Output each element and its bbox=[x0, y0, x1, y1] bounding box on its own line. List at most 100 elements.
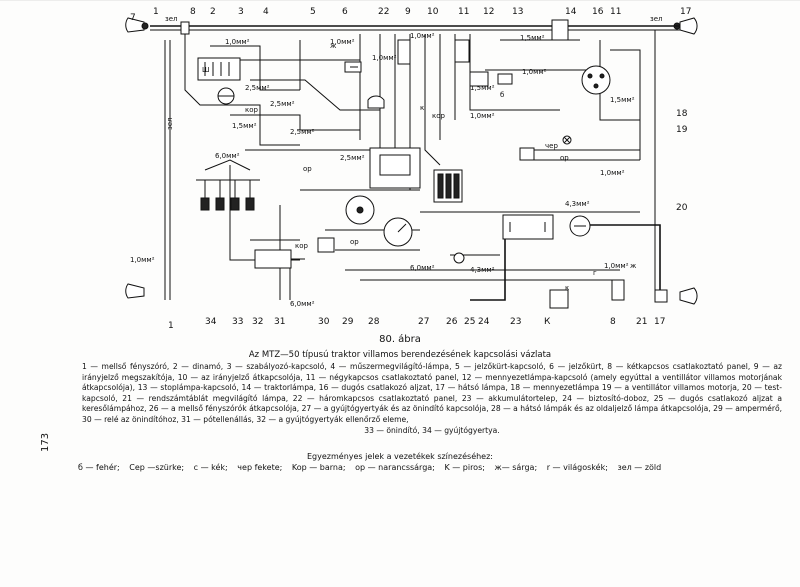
callout-K: К bbox=[544, 317, 551, 327]
callout-29: 29 bbox=[342, 317, 354, 327]
dynamo bbox=[217, 87, 235, 105]
callout-12: 12 bbox=[483, 7, 494, 17]
wire-color-green-top: зел bbox=[165, 15, 178, 23]
wire-colors-title: Egyezményes jelek a vezetékek színezéséh… bbox=[306, 452, 493, 461]
color-blue: c — kék; bbox=[193, 463, 228, 472]
color-brown: Kop — barna; bbox=[291, 463, 346, 472]
callout-3: 3 bbox=[238, 7, 244, 17]
callout-8-bottom: 8 bbox=[610, 317, 616, 327]
wire-color-green-left: зел bbox=[166, 117, 174, 130]
color-marker: кор bbox=[245, 106, 259, 114]
callout-9: 9 bbox=[405, 7, 411, 17]
wire-colors-legend: б — fehér; Cep —szürke; c — kék; чep fek… bbox=[78, 463, 798, 472]
starter-relay bbox=[317, 237, 335, 253]
tractor-lamp bbox=[551, 19, 569, 41]
callout-8-top: 8 bbox=[190, 7, 196, 17]
color-marker: к bbox=[420, 104, 424, 112]
switch-cluster bbox=[369, 147, 421, 189]
top-wire-bus bbox=[150, 21, 680, 40]
callout-30: 30 bbox=[318, 317, 330, 327]
callout-33: 33 bbox=[232, 317, 243, 327]
spark-plugs bbox=[196, 159, 260, 211]
gauge-label: 1,0мм² bbox=[330, 38, 355, 46]
wire-gauge-labels: 1,0мм² 1,0мм² 1,0мм² 1,0мм² 1,5мм² 1,0мм… bbox=[130, 32, 635, 308]
ammeter bbox=[383, 217, 413, 247]
callout-10: 10 bbox=[427, 7, 439, 17]
color-marker: кор bbox=[295, 242, 309, 250]
color-marker: ор bbox=[560, 154, 569, 162]
color-marker: к bbox=[565, 284, 569, 292]
gauge-label: 1,0мм² bbox=[522, 68, 547, 76]
gauge-label: 1,0мм² bbox=[410, 32, 435, 40]
callout-18: 18 bbox=[676, 109, 688, 119]
color-marker: ор bbox=[350, 238, 359, 246]
gauge-label: 6,0мм² bbox=[215, 152, 240, 160]
color-marker: ор bbox=[303, 165, 312, 173]
headlight-rear-left bbox=[125, 283, 145, 299]
wire-color-green-top-right: зел bbox=[650, 15, 663, 23]
callout-32: 32 bbox=[252, 317, 263, 327]
rear-lamp-middle bbox=[549, 279, 625, 309]
right-callout-numbers: 18 19 20 bbox=[676, 109, 688, 213]
figure-number: 80. ábra bbox=[379, 334, 421, 345]
callout-21: 21 bbox=[636, 317, 647, 327]
callout-11-right: 11 bbox=[610, 7, 621, 17]
color-grey: Cep —szürke; bbox=[129, 463, 185, 472]
figure-caption: Az MTZ—50 típusú traktor villamos berend… bbox=[248, 350, 552, 360]
gauge-label: 1,0мм² bbox=[130, 256, 155, 264]
gauge-label: 2,5мм² bbox=[290, 128, 315, 136]
color-marker: ж bbox=[330, 42, 337, 50]
plug-socket-search-lamp bbox=[453, 252, 465, 264]
wire-color-markers: кор кор кор ор ор ор чер ж ж ж к к б г bbox=[245, 22, 637, 292]
gauge-label: 1,0мм² bbox=[470, 112, 495, 120]
callout-2: 2 bbox=[210, 7, 216, 17]
regulator-switch: Ш bbox=[197, 57, 241, 81]
gauge-label: 4,3мм² bbox=[565, 200, 590, 208]
color-lightblue: r — világoskék; bbox=[546, 463, 608, 472]
callout-23: 23 bbox=[510, 317, 521, 327]
ceiling-lamp bbox=[562, 135, 572, 145]
fan-motor bbox=[519, 147, 535, 161]
gauge-label: 1,0мм² bbox=[604, 262, 629, 270]
callout-1-top: 1 bbox=[153, 7, 159, 17]
callout-17-bottom: 17 bbox=[654, 317, 665, 327]
callout-26: 26 bbox=[446, 317, 458, 327]
horn-switch bbox=[344, 61, 362, 73]
color-marker: ж bbox=[630, 262, 637, 270]
gauge-label: 1,5мм² bbox=[520, 34, 545, 42]
ignition-switch bbox=[345, 195, 375, 225]
callout-27: 27 bbox=[418, 317, 429, 327]
ground-switch bbox=[569, 215, 591, 237]
callout-24: 24 bbox=[478, 317, 490, 327]
gauge-label: 1,5мм² bbox=[470, 84, 495, 92]
plug-socket bbox=[581, 65, 611, 95]
gauge-label: 6,0мм² bbox=[410, 264, 435, 272]
callout-17-top: 17 bbox=[680, 7, 691, 17]
fuse-box bbox=[433, 169, 463, 203]
wiring-diagram: 1 2 3 4 5 6 22 9 10 11 12 13 14 16 11 17… bbox=[0, 0, 800, 330]
color-marker: чер bbox=[545, 142, 558, 150]
gauge-label: 2,5мм² bbox=[340, 154, 365, 162]
callout-14: 14 bbox=[565, 7, 577, 17]
connector-panels bbox=[397, 39, 513, 87]
callout-11: 11 bbox=[458, 7, 469, 17]
legend-text: 1 — mellső fényszóró, 2 — dinamó, 3 — sz… bbox=[82, 362, 782, 424]
gauge-label: 1,5мм² bbox=[232, 122, 257, 130]
callout-31: 31 bbox=[274, 317, 285, 327]
starter-motor bbox=[254, 249, 305, 269]
rear-lamp-right bbox=[654, 287, 698, 305]
color-green: зeл — zöld bbox=[617, 463, 662, 472]
gauge-label: 1,0мм² bbox=[225, 38, 250, 46]
callout-34: 34 bbox=[205, 317, 217, 327]
bottom-callout-numbers: 34 33 32 31 30 29 28 27 26 25 24 23 К 8 … bbox=[205, 317, 665, 327]
figure-legend: 1 — mellső fényszóró, 2 — dinamó, 3 — sz… bbox=[82, 362, 782, 436]
gauge-label: 1,0мм² bbox=[372, 54, 397, 62]
gauge-label: 4,3мм² bbox=[470, 266, 495, 274]
regulator-label: Ш bbox=[202, 66, 210, 74]
gauge-label: 1,5мм² bbox=[610, 96, 635, 104]
callout-6: 6 bbox=[342, 7, 348, 17]
callout-19: 19 bbox=[676, 125, 688, 135]
top-callout-numbers: 1 2 3 4 5 6 22 9 10 11 12 13 14 16 11 17… bbox=[153, 7, 691, 17]
callout-20: 20 bbox=[676, 203, 688, 213]
callout-22: 22 bbox=[378, 7, 389, 17]
